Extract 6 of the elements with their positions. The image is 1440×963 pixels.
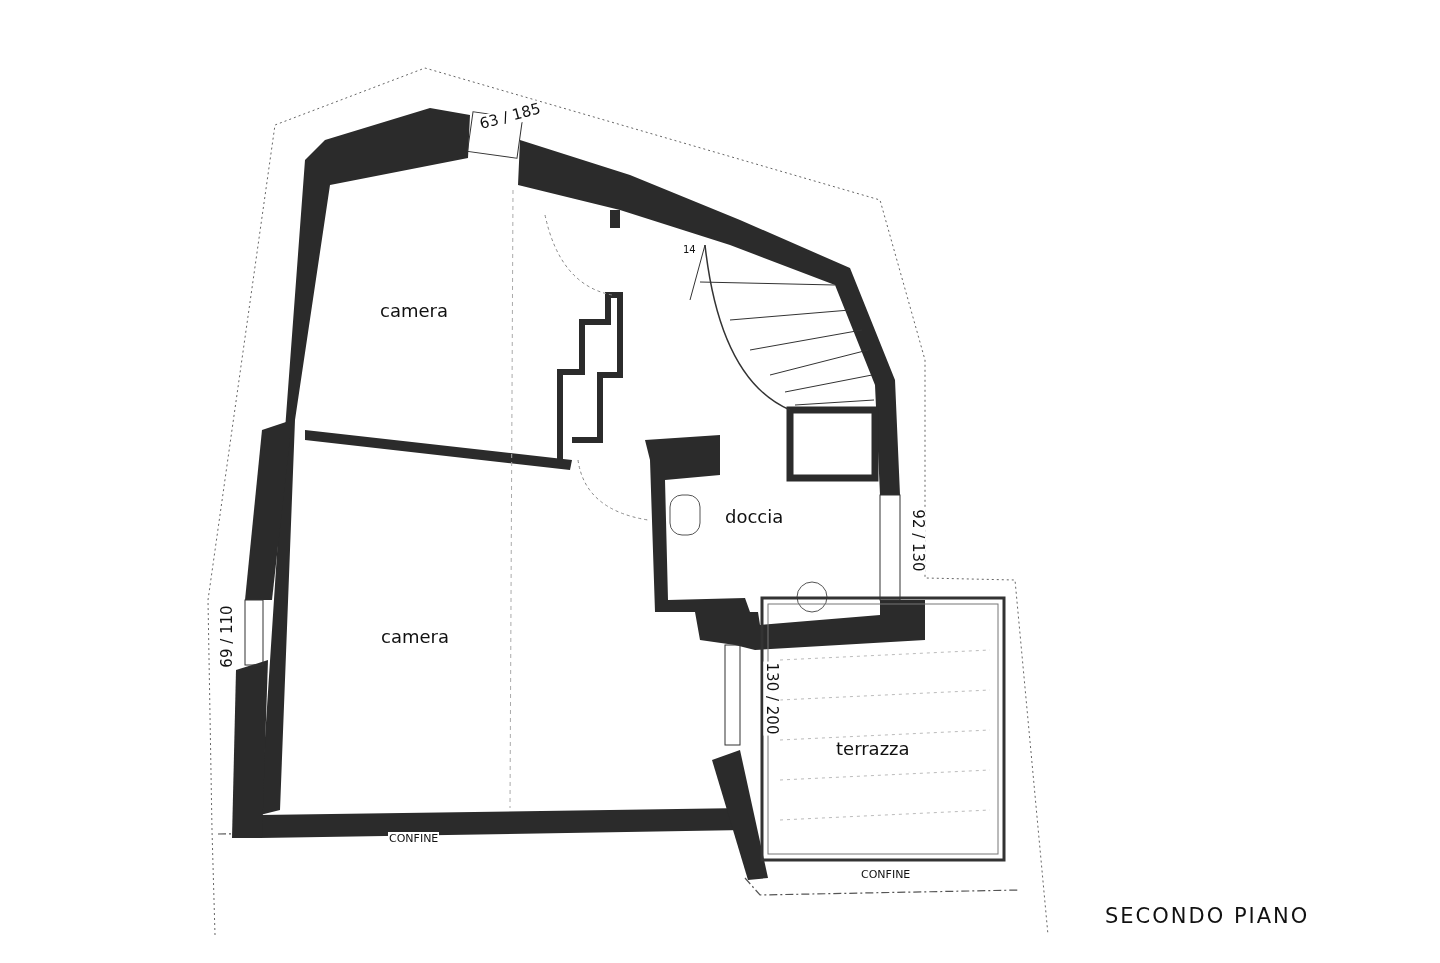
step-number: 14 (682, 244, 697, 256)
dimension-label: 130 / 200 (763, 661, 781, 736)
dimension-label: 69 / 110 (218, 604, 236, 669)
boundary-label: CONFINE (388, 832, 440, 845)
floor-title: SECONDO PIANO (1105, 906, 1310, 927)
boundary-label: CONFINE (860, 868, 912, 881)
